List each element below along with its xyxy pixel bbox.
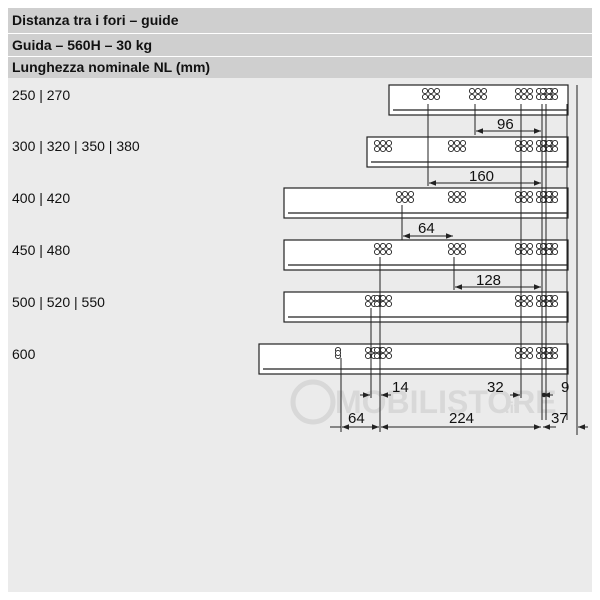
dimension-64-bottom: 64 (348, 410, 365, 427)
mounting-hole (539, 190, 559, 204)
row-label-400: 400 | 420 (12, 190, 71, 206)
watermark: MOBILISTORE .it (290, 379, 557, 425)
mounting-hole (395, 190, 415, 204)
mounting-hole (373, 139, 393, 153)
mounting-hole (447, 139, 467, 153)
mounting-hole (447, 190, 467, 204)
mounting-hole (373, 294, 393, 308)
dimension-128: 128 (476, 272, 501, 289)
row-label-250: 250 | 270 (12, 87, 71, 103)
dimension-64-mid: 64 (418, 220, 435, 237)
length-label: Lunghezza nominale NL (mm) (8, 56, 592, 78)
mounting-hole (539, 294, 559, 308)
mounting-hole (373, 242, 393, 256)
page-title: Distanza tra i fori – guide (8, 8, 592, 33)
mounting-hole (514, 346, 534, 360)
mounting-hole (421, 87, 441, 101)
mounting-hole (539, 139, 559, 153)
mounting-hole (539, 87, 559, 101)
mounting-hole (539, 346, 559, 360)
row-label-450: 450 | 480 (12, 242, 71, 258)
dimension-14: 14 (392, 379, 409, 396)
header-divider (8, 33, 592, 34)
dimension-9: 9 (561, 379, 569, 396)
product-subtitle: Guida – 560H – 30 kg (8, 34, 592, 56)
watermark-text: MOBILISTORE (335, 384, 557, 420)
mounting-hole (514, 87, 534, 101)
reference-lines (340, 85, 578, 435)
mounting-hole (447, 242, 467, 256)
mounting-hole (539, 242, 559, 256)
mounting-hole (334, 346, 342, 360)
header-divider (8, 56, 592, 57)
row-label-500: 500 | 520 | 550 (12, 294, 105, 310)
mounting-hole (514, 242, 534, 256)
mounting-hole (373, 346, 393, 360)
mounting-hole (514, 190, 534, 204)
dimension-arrows (330, 128, 588, 430)
row-label-600: 600 (12, 346, 36, 362)
dimension-dot (541, 392, 547, 398)
row-label-300: 300 | 320 | 350 | 380 (12, 138, 140, 154)
mounting-hole (514, 139, 534, 153)
dimension-224: 224 (449, 410, 474, 427)
mounting-hole (468, 87, 488, 101)
dimension-96: 96 (497, 116, 514, 133)
mounting-hole (514, 294, 534, 308)
dimension-37: 37 (551, 410, 568, 427)
dimension-32: 32 (487, 379, 504, 396)
dimension-160: 160 (469, 168, 494, 185)
watermark-suffix: .it (505, 400, 520, 417)
